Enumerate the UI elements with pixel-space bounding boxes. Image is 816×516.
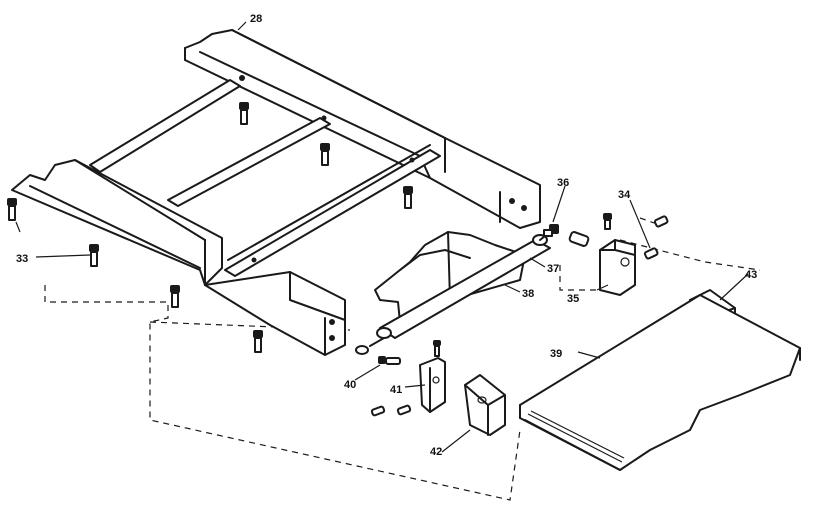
block-35 — [599, 239, 636, 296]
screw-36 — [543, 224, 559, 237]
leader-lines — [15, 21, 749, 453]
callout-28: 28 — [250, 13, 262, 25]
callout-36: 36 — [557, 177, 569, 189]
callout-39: 39 — [550, 348, 562, 360]
callout-43: 43 — [745, 269, 757, 281]
callout-40: 40 — [344, 379, 356, 391]
end-bracket — [204, 271, 346, 356]
callout-33: 33 — [16, 253, 28, 265]
screw-icon — [239, 102, 249, 125]
screw-icon — [253, 330, 263, 353]
callout-37: 37 — [547, 263, 559, 275]
callout-38: 38 — [522, 288, 534, 300]
callout-35: 35 — [567, 293, 579, 305]
belt — [374, 231, 526, 323]
screw-34 — [643, 215, 669, 260]
block-41 — [419, 340, 446, 413]
screw-icon — [7, 198, 17, 221]
screw-icon — [170, 285, 180, 308]
callout-41: 41 — [390, 384, 402, 396]
screw-icon — [89, 244, 99, 267]
nut-icon — [355, 345, 369, 355]
callout-34: 34 — [618, 189, 631, 201]
screw-icon — [603, 213, 612, 230]
screw-40 — [378, 356, 401, 365]
screw-icon — [370, 404, 412, 417]
rear-frame-channel — [184, 29, 541, 229]
callout-42: 42 — [430, 446, 442, 458]
board-39 — [519, 294, 801, 471]
bolt-icon — [568, 231, 590, 247]
screw-icon — [403, 186, 413, 209]
callout-labels: 28 33 34 35 36 37 38 39 40 41 42 43 — [16, 13, 757, 458]
block-42 — [464, 374, 506, 436]
front-frame-channel — [11, 159, 223, 286]
screw-33-group — [7, 102, 413, 353]
cross-rails — [89, 79, 441, 277]
screw-icon — [320, 143, 330, 166]
